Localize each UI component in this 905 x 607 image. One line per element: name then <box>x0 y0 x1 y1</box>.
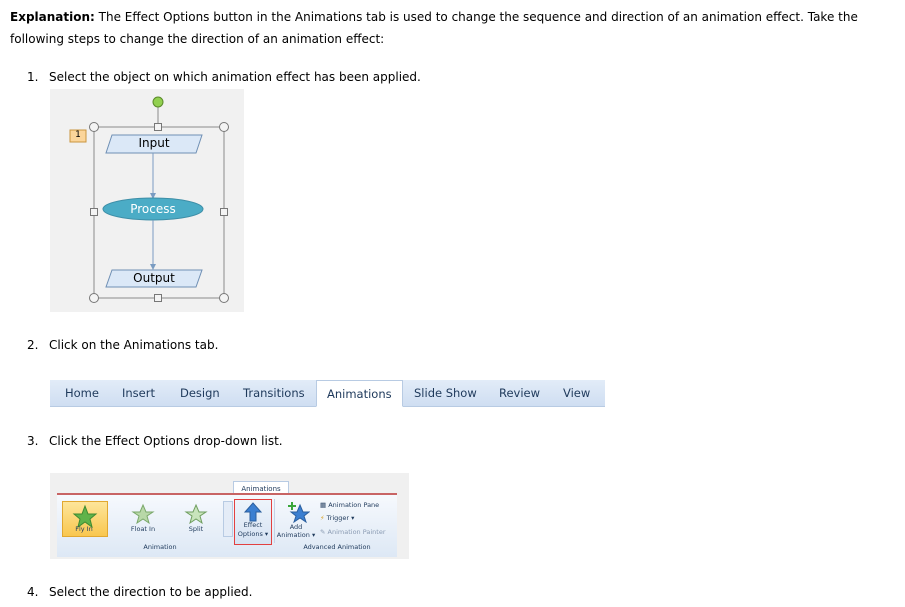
handle-bottom-left <box>89 293 99 303</box>
tab-design[interactable]: Design <box>180 386 220 400</box>
trigger-label: Trigger ▾ <box>326 514 355 522</box>
intro-text: The Effect Options button in the Animati… <box>10 10 858 46</box>
group-advanced-label: Advanced Animation <box>303 543 371 551</box>
step-1: 1. Select the object on which animation e… <box>27 70 421 84</box>
ribbon-separator <box>274 499 275 543</box>
step-2: 2. Click on the Animations tab. <box>27 338 218 352</box>
animation-badge: 1 <box>75 130 81 140</box>
input-shape <box>105 134 203 154</box>
float-in-label: Float In <box>130 525 156 533</box>
animation-pane-icon: ▦ <box>320 501 327 509</box>
effect-options-button[interactable] <box>234 499 272 545</box>
add-animation-label-2: Animation ▾ <box>276 531 316 539</box>
intro-paragraph: Explanation: The Effect Options button i… <box>10 6 900 50</box>
float-in-star-icon[interactable] <box>130 503 156 525</box>
handle-top-right <box>219 122 229 132</box>
effect-options-label-1: Effect <box>243 521 263 529</box>
process-label: Process <box>130 202 176 216</box>
output-shape <box>105 269 203 288</box>
fly-in-label: Fly In <box>75 525 93 533</box>
rotate-handle <box>152 96 164 108</box>
animation-painter-button[interactable]: ✎ Animation Painter <box>320 528 386 536</box>
handle-bottom <box>154 294 162 302</box>
add-animation-label-1: Add <box>289 523 303 531</box>
trigger-button[interactable]: ⚡ Trigger ▾ <box>320 514 354 522</box>
intro-bold-label: Explanation: <box>10 10 95 24</box>
output-label: Output <box>133 271 175 285</box>
step-2-number: 2. <box>27 338 39 352</box>
lightning-icon: ⚡ <box>320 514 325 522</box>
step-4-text: Select the direction to be applied. <box>49 585 253 599</box>
tab-insert[interactable]: Insert <box>122 386 155 400</box>
animation-ribbon-figure: Animations Fly In Float In Split Effect … <box>50 473 409 559</box>
step-3: 3. Click the Effect Options drop-down lis… <box>27 434 283 448</box>
step-4: 4. Select the direction to be applied. <box>27 585 253 599</box>
split-star-icon[interactable] <box>183 503 209 525</box>
fly-in-star-icon <box>72 504 98 529</box>
animation-pane-label: Animation Pane <box>328 501 380 509</box>
step-3-number: 3. <box>27 434 39 448</box>
tab-review[interactable]: Review <box>499 386 541 400</box>
animation-painter-label: Animation Painter <box>327 528 386 536</box>
handle-right <box>220 208 228 216</box>
ribbon-tab-bar: Home Insert Design Transitions Animation… <box>50 380 605 407</box>
add-animation-icon[interactable] <box>286 501 310 523</box>
ribbon-animations-tab-label[interactable]: Animations <box>233 481 289 496</box>
step-4-number: 4. <box>27 585 39 599</box>
arrow-up-icon <box>244 502 262 522</box>
group-animation-label: Animation <box>143 543 177 551</box>
fly-in-button[interactable] <box>62 501 108 537</box>
tab-transitions[interactable]: Transitions <box>243 386 305 400</box>
flowchart-drawing <box>69 96 229 303</box>
step-1-number: 1. <box>27 70 39 84</box>
animation-badge-box <box>69 129 87 143</box>
input-label: Input <box>138 136 170 150</box>
tab-view[interactable]: View <box>563 386 591 400</box>
split-label: Split <box>188 525 204 533</box>
handle-top <box>154 123 162 131</box>
handle-top-left <box>89 122 99 132</box>
brush-icon: ✎ <box>320 528 326 536</box>
gallery-scrollbar[interactable] <box>223 501 233 537</box>
step-2-text: Click on the Animations tab. <box>49 338 219 352</box>
tab-home[interactable]: Home <box>65 386 99 400</box>
flowchart-figure: 1 Input Process Output <box>50 89 244 312</box>
tab-slide-show[interactable]: Slide Show <box>414 386 477 400</box>
effect-options-label-2: Options ▾ <box>237 530 269 538</box>
step-3-text: Click the Effect Options drop-down list. <box>49 434 283 448</box>
step-1-text: Select the object on which animation eff… <box>49 70 421 84</box>
handle-left <box>90 208 98 216</box>
animation-pane-button[interactable]: ▦ Animation Pane <box>320 501 379 509</box>
tab-animations[interactable]: Animations <box>316 380 403 407</box>
handle-bottom-right <box>219 293 229 303</box>
